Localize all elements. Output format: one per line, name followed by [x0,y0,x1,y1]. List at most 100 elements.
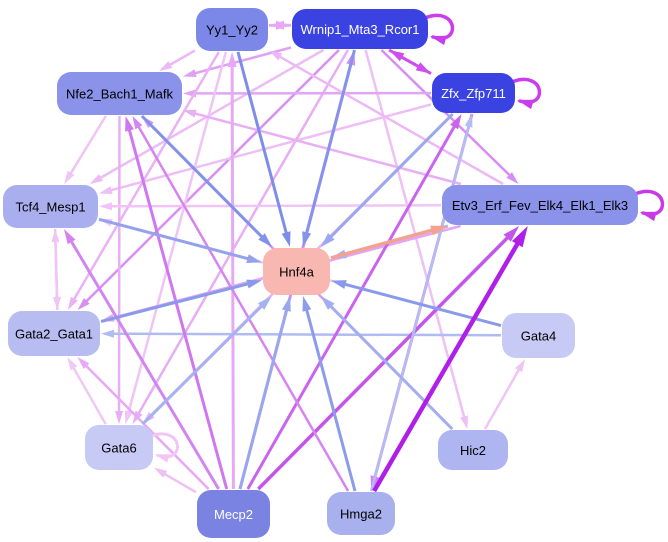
edge-zfx-tcf4[interactable] [99,103,432,194]
edge-hmga2-hnf4a[interactable] [302,296,357,492]
edge-hic2-hnf4a[interactable] [320,296,454,431]
node-yy1[interactable]: Yy1_Yy2 [196,8,268,51]
node-wrnip1[interactable]: Wrnip1_Mta3_Rcor1 [292,9,428,49]
edge-hnf4a-etv3[interactable] [330,225,448,260]
edge-etv3-tcf4[interactable] [99,202,442,211]
arrowhead-mecp2-yy1 [227,52,237,67]
node-nfe2[interactable]: Nfe2_Bach1_Mafk [57,72,182,115]
edge-hmga2-zfx[interactable] [369,114,473,492]
node-tcf4[interactable]: Tcf4_Mesp1 [3,185,98,228]
edge-mecp2-hnf4a[interactable] [238,296,291,490]
arrowhead-yy1-nfe2 [159,61,173,71]
edge-zfx-hnf4a[interactable] [320,112,454,247]
arrowhead-gata6-gata2 [67,357,78,371]
node-hic2[interactable]: Hic2 [438,430,508,470]
edge-hmga2-etv3[interactable] [372,226,528,493]
edge-gata6-gata2[interactable] [67,357,107,425]
self-loop-arrowhead-zfx [517,99,534,110]
node-etv3[interactable]: Etv3_Erf_Fev_Elk4_Elk1_Elk3 [442,185,638,225]
node-gata6[interactable]: Gata6 [85,425,153,470]
edge-etv3-nfe2[interactable] [183,109,462,186]
edge-nfe2-tcf4[interactable] [64,115,107,184]
node-label-hmga2: Hmga2 [340,507,382,522]
node-hnf4a[interactable]: Hnf4a [263,248,330,295]
edge-yy1-wrnip1[interactable] [268,20,291,30]
arrowhead-hmga2-nfe2 [132,116,143,130]
arrowhead-nfe2-hnf4a [258,233,273,247]
edge-yy1-nfe2[interactable] [159,49,196,72]
node-hmga2[interactable]: Hmga2 [327,492,395,535]
node-label-tcf4: Tcf4_Mesp1 [15,200,85,215]
node-label-gata2: Gata2_Gata1 [15,327,93,342]
edge-gata6-hnf4a[interactable] [141,296,272,426]
edge-gata4-gata2[interactable] [101,329,502,338]
self-loop-zfx[interactable] [510,77,542,110]
arrowhead-yy1-gata6 [124,410,133,424]
self-loop-gata6[interactable] [148,432,179,463]
edge-yy1-hnf4a[interactable] [236,51,291,247]
node-label-yy1: Yy1_Yy2 [206,23,258,38]
arrowhead-nfe2-gata6 [115,411,124,424]
self-loop-etv3[interactable] [633,189,665,222]
arrowhead-zfx-tcf4 [99,186,113,194]
arrowhead-hnf4a-etv3 [430,225,448,236]
node-label-nfe2: Nfe2_Bach1_Mafk [66,87,173,102]
arrowhead-yy1-wrnip1 [276,20,291,30]
edge-mecp2-gata6[interactable] [154,467,197,494]
edge-wrnip1-etv3[interactable] [380,49,519,184]
arrowhead-nfe2-tcf4 [64,170,75,184]
node-label-gata4: Gata4 [521,329,556,344]
edge-nfe2-hnf4a[interactable] [140,114,273,247]
node-label-hnf4a: Hnf4a [279,265,314,280]
arrowhead-hic2-gata4 [515,359,526,373]
edge-wrnip1-tcf4[interactable] [89,48,325,184]
arrowhead-mecp2-gata6 [154,467,168,478]
arrowhead-wrnip1-nfe2 [183,69,197,77]
edge-gata2-hnf4a[interactable] [100,279,262,323]
edge-tcf4-hnf4a[interactable] [98,217,262,263]
node-zfx[interactable]: Zfx_Zfp711 [432,73,515,113]
arrowhead-zfx-hnf4a [320,233,335,247]
self-loop-arrowhead-etv3 [640,211,657,222]
arrowhead-gata2-hnf4a [246,279,262,289]
arrowhead-etv3-yy1 [269,50,283,61]
edge-nfe2-gata6[interactable] [115,115,124,424]
edge-etv3-yy1[interactable] [269,50,504,186]
node-label-gata6: Gata6 [101,441,136,456]
arrowhead-mecp2-nfe2 [125,116,134,132]
arrowhead-wrnip1-tcf4 [89,174,103,184]
edge-layer [51,13,665,494]
edge-hic2-gata4[interactable] [483,359,526,430]
edge-yy1-gata6[interactable] [124,51,228,424]
edge-mecp2-nfe2[interactable] [125,116,229,490]
self-loop-arrowhead-gata6 [155,454,170,463]
edge-hmga2-nfe2[interactable] [132,116,350,492]
node-gata2[interactable]: Gata2_Gata1 [8,311,100,356]
node-mecp2[interactable]: Mecp2 [197,490,270,538]
arrowhead-yy1-hnf4a [281,231,291,247]
node-label-hic2: Hic2 [460,443,486,458]
arrowhead-gata2-tcf4 [51,229,60,243]
edge-mecp2-yy1[interactable] [227,52,237,490]
edge-zfx-wrnip1[interactable] [389,50,432,75]
edge-zfx-nfe2[interactable] [183,89,432,98]
arrowhead-hic2-hnf4a [320,296,335,310]
node-label-etv3: Etv3_Erf_Fev_Elk4_Elk1_Elk3 [452,198,628,213]
arrowhead-mecp2-etv3 [503,226,520,242]
arrowhead-mecp2-zfx [450,114,462,130]
edge-mecp2-tcf4[interactable] [63,229,220,490]
edge-mecp2-gata2[interactable] [77,357,210,490]
arrowhead-gata6-hnf4a [257,296,272,310]
arrowhead-mecp2-gata2 [77,357,90,369]
arrowhead-wrnip1-hic2 [460,415,468,429]
arrowhead-wrnip1-etv3 [506,172,519,184]
node-gata4[interactable]: Gata4 [502,313,575,358]
edge-gata2-tcf4[interactable] [51,229,60,311]
self-loop-wrnip1[interactable] [423,13,455,46]
edge-yy1-gata2[interactable] [67,51,220,310]
edge-mecp2-zfx[interactable] [246,114,462,490]
edge-wrnip1-hnf4a[interactable] [302,49,356,247]
arrowhead-zfx-wrnip1 [389,50,405,62]
